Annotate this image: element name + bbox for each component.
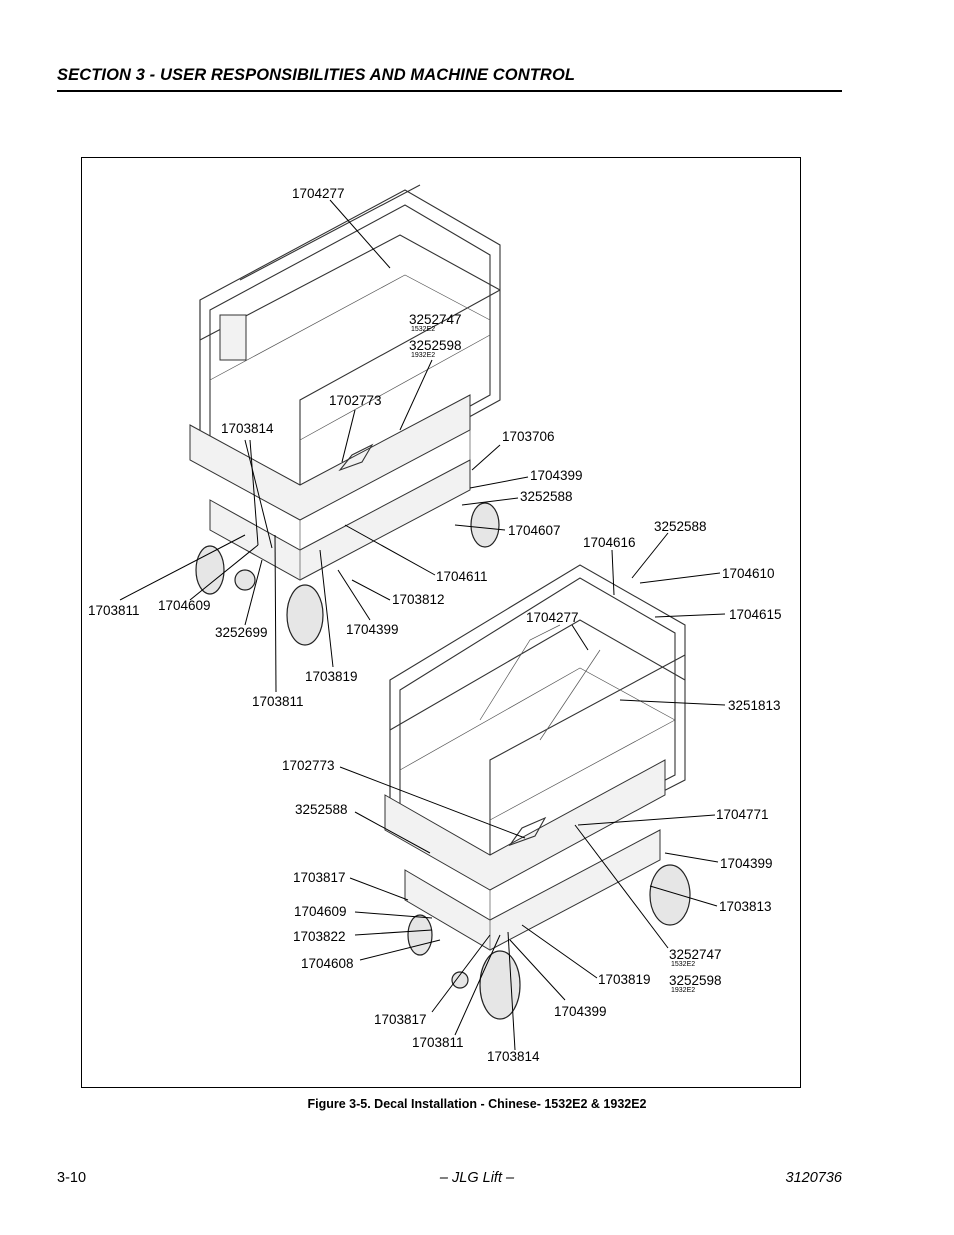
callout-label: 1704611 bbox=[436, 569, 488, 584]
callout-sublabel: 1932E2 bbox=[411, 352, 435, 359]
callout-sublabel: 1532E2 bbox=[411, 326, 435, 333]
section-title: SECTION 3 - USER RESPONSIBILITIES AND MA… bbox=[57, 66, 576, 84]
callout-label: 3252598 bbox=[409, 338, 462, 353]
upper-machine-drawing bbox=[189, 184, 501, 646]
callout-label: 1704771 bbox=[716, 807, 769, 822]
document-number: 3120736 bbox=[785, 1170, 842, 1186]
callout-label: 1702773 bbox=[329, 393, 382, 408]
callout-label: 1703814 bbox=[221, 421, 274, 436]
callout-sublabel: 1532E2 bbox=[671, 961, 695, 968]
callout-label: 1703819 bbox=[598, 972, 651, 987]
callout-label: 1703817 bbox=[293, 870, 346, 885]
callout-label: 1704609 bbox=[294, 904, 347, 919]
callout-label: 1704399 bbox=[720, 856, 773, 871]
callout-label: 1703811 bbox=[88, 603, 140, 618]
callout-label: 1704610 bbox=[722, 566, 775, 581]
callout-label: 1704277 bbox=[292, 186, 345, 201]
callout-label: 3252747 bbox=[669, 947, 722, 962]
callout-label: 3252588 bbox=[295, 802, 348, 817]
callout-label: 1703706 bbox=[502, 429, 555, 444]
callout-label: 1703812 bbox=[392, 592, 445, 607]
callout-label: 1704277 bbox=[526, 610, 579, 625]
page-number: 3-10 bbox=[57, 1170, 87, 1186]
callout-label: 1704399 bbox=[346, 622, 399, 637]
callout-labels: 1704277 3252747 1532E2 3252598 1932E2 17… bbox=[88, 186, 782, 1064]
callout-label: 1703811 bbox=[412, 1035, 464, 1050]
callout-label: 1702773 bbox=[282, 758, 335, 773]
leader-lines bbox=[119, 199, 726, 1051]
figure-frame bbox=[81, 157, 801, 1088]
callout-label: 3252588 bbox=[520, 489, 573, 504]
callout-label: 1704399 bbox=[530, 468, 583, 483]
callout-label: 1704608 bbox=[301, 956, 354, 971]
callout-label: 1704616 bbox=[583, 535, 636, 550]
callout-label: 1704609 bbox=[158, 598, 211, 613]
callout-label: 1703814 bbox=[487, 1049, 540, 1064]
figure-caption: Figure 3-5. Decal Installation - Chinese… bbox=[307, 1097, 647, 1111]
callout-label: 1704607 bbox=[508, 523, 561, 538]
callout-label: 1703819 bbox=[305, 669, 358, 684]
callout-label: 1703813 bbox=[719, 899, 772, 914]
callout-label: 1703822 bbox=[293, 929, 346, 944]
callout-label: 1703817 bbox=[374, 1012, 427, 1027]
footer-publisher: – JLG Lift – bbox=[439, 1170, 515, 1186]
header-rule bbox=[57, 90, 842, 92]
callout-sublabel: 1932E2 bbox=[671, 987, 695, 994]
callout-label: 3252598 bbox=[669, 973, 722, 988]
callout-label: 1704399 bbox=[554, 1004, 607, 1019]
callout-label: 3252699 bbox=[215, 625, 268, 640]
callout-label: 1704615 bbox=[729, 607, 782, 622]
callout-label: 3251813 bbox=[728, 698, 781, 713]
callout-label: 3252747 bbox=[409, 312, 462, 327]
callout-label: 1703811 bbox=[252, 694, 304, 709]
lower-machine-drawing bbox=[384, 564, 691, 1020]
callout-label: 3252588 bbox=[654, 519, 707, 534]
